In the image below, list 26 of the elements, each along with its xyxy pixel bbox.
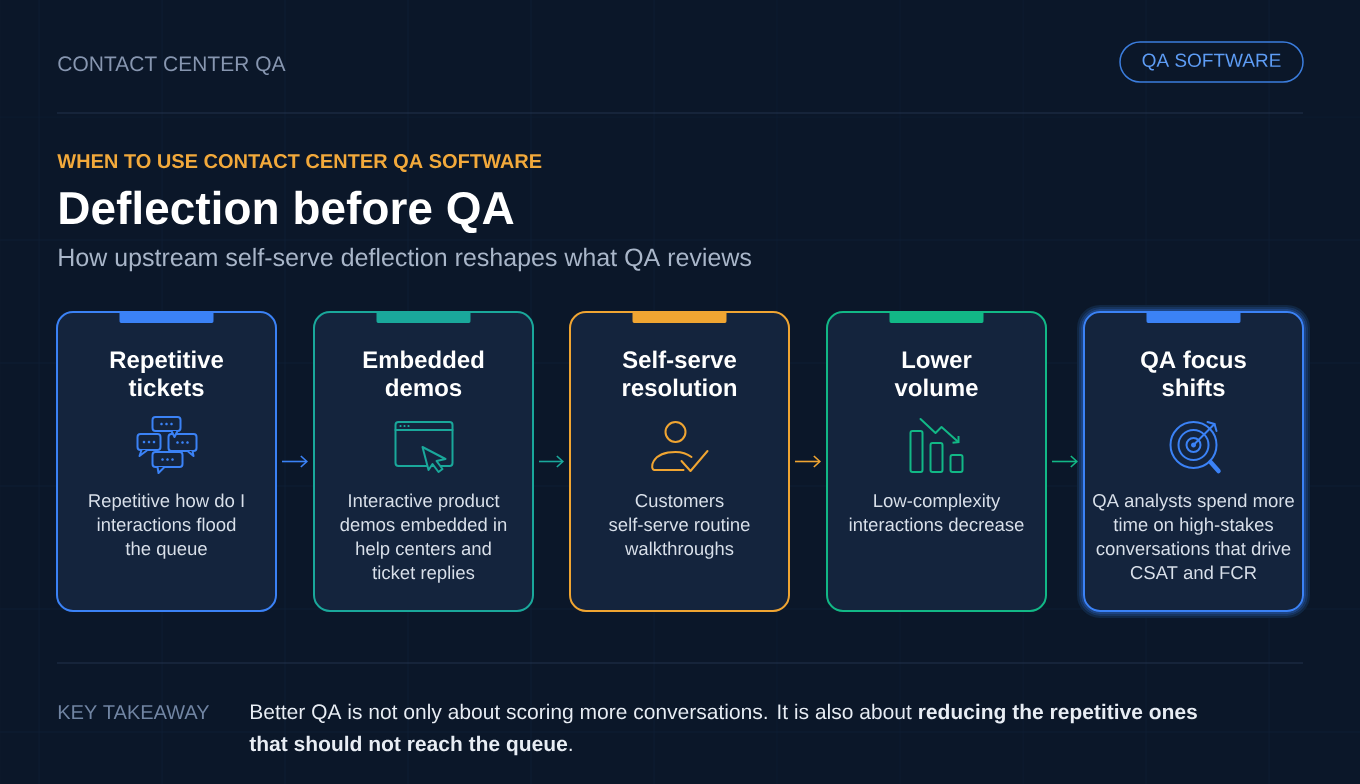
card-description: Interactive product demos embedded in help centers and ticket replies xyxy=(340,493,507,583)
eyebrow-text: WHEN TO USE CONTACT CENTER QA SOFTWARE xyxy=(57,154,542,172)
card-description: QA analysts spend more time on high-stakes conversations that drive CSAT and FCR xyxy=(1093,493,1294,580)
step-card xyxy=(56,311,277,612)
section-label: CONTACT CENTER QA xyxy=(58,56,286,75)
card-title: Repetitive tickets xyxy=(110,350,224,397)
step-card xyxy=(313,311,534,612)
card-description: Repetitive how do I interactions flood the queue xyxy=(89,493,244,559)
subtitle: How upstream self-serve deflection reshapes what QA reviews xyxy=(59,247,751,272)
takeaway-text: Better QA is not only about scoring more conversations. It is also about reducing the repetitive ones that should not reach the queue. xyxy=(249,703,1197,756)
takeaway-label: KEY TAKEAWAY xyxy=(58,705,210,719)
step-card xyxy=(826,311,1047,612)
arrow xyxy=(538,455,564,468)
card-title: Embedded demos xyxy=(363,350,484,397)
card-title: Lower volume xyxy=(894,351,978,397)
arrow xyxy=(794,455,821,468)
arrow xyxy=(281,455,308,468)
card-description: Low-complexity interactions decrease xyxy=(849,493,1024,532)
category-tag: QA SOFTWARE xyxy=(1119,41,1304,83)
card-title: Self-serve resolution xyxy=(622,350,737,397)
card-title: QA focus shifts xyxy=(1141,350,1246,397)
step-card xyxy=(1077,305,1310,618)
arrow xyxy=(1051,455,1078,468)
page-title: Deflection before QA xyxy=(60,190,514,234)
card-description: Customers self-serve routine walkthroughs xyxy=(609,494,750,559)
step-card xyxy=(569,311,790,612)
